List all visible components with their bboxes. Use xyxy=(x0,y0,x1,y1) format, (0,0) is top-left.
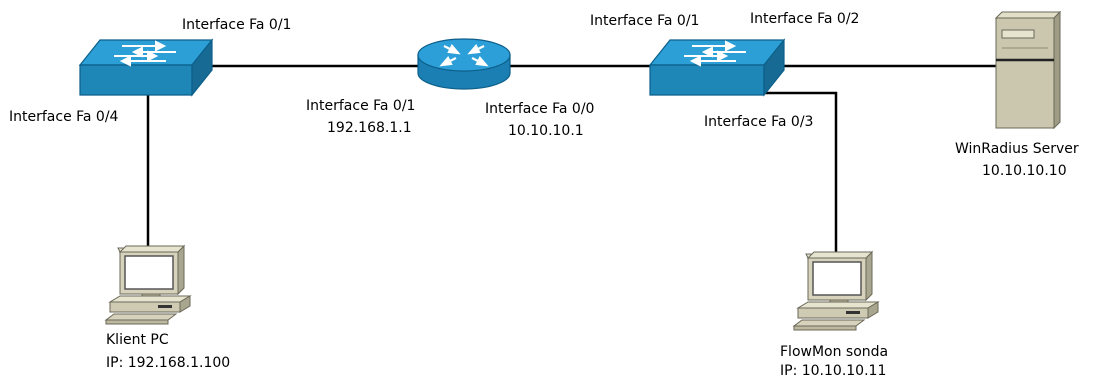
server xyxy=(994,10,1062,130)
server-tower-icon xyxy=(994,10,1062,130)
router-right-ip-label: 10.10.10.1 xyxy=(508,123,584,139)
network-switch-icon xyxy=(648,38,786,97)
right-switch-port-right-label: Interface Fa 0/2 xyxy=(750,11,859,27)
labels: Interface Fa 0/1 Interface Fa 0/4 Interf… xyxy=(9,11,1079,378)
left-switch-side-port-label: Interface Fa 0/4 xyxy=(9,109,119,125)
client-name-label: Klient PC xyxy=(106,332,169,348)
router-left-port-label: Interface Fa 0/1 xyxy=(306,98,415,114)
probe-ip-label: IP: 10.10.10.11 xyxy=(780,363,886,378)
server-ip-label: 10.10.10.10 xyxy=(982,163,1067,179)
router xyxy=(417,38,511,90)
right-switch-port-down-label: Interface Fa 0/3 xyxy=(704,114,813,130)
left-switch-top-port-label: Interface Fa 0/1 xyxy=(182,17,291,33)
network-switch-icon xyxy=(78,38,214,97)
switch-left xyxy=(78,38,214,97)
desktop-computer-icon xyxy=(793,251,879,331)
link-switch-probe xyxy=(750,91,838,254)
desktop-computer-icon xyxy=(105,245,191,325)
links xyxy=(146,64,1000,254)
right-switch-port-left-label: Interface Fa 0/1 xyxy=(590,13,699,29)
server-name-label: WinRadius Server xyxy=(955,141,1079,157)
client-ip-label: IP: 192.168.1.100 xyxy=(106,355,230,371)
client-pc xyxy=(105,245,191,325)
router-right-port-label: Interface Fa 0/0 xyxy=(485,101,594,117)
flowmon-probe xyxy=(793,251,879,331)
switch-right xyxy=(648,38,786,97)
router-left-ip-label: 192.168.1.1 xyxy=(327,120,412,136)
probe-name-label: FlowMon sonda xyxy=(780,344,888,360)
router-icon xyxy=(417,38,511,90)
